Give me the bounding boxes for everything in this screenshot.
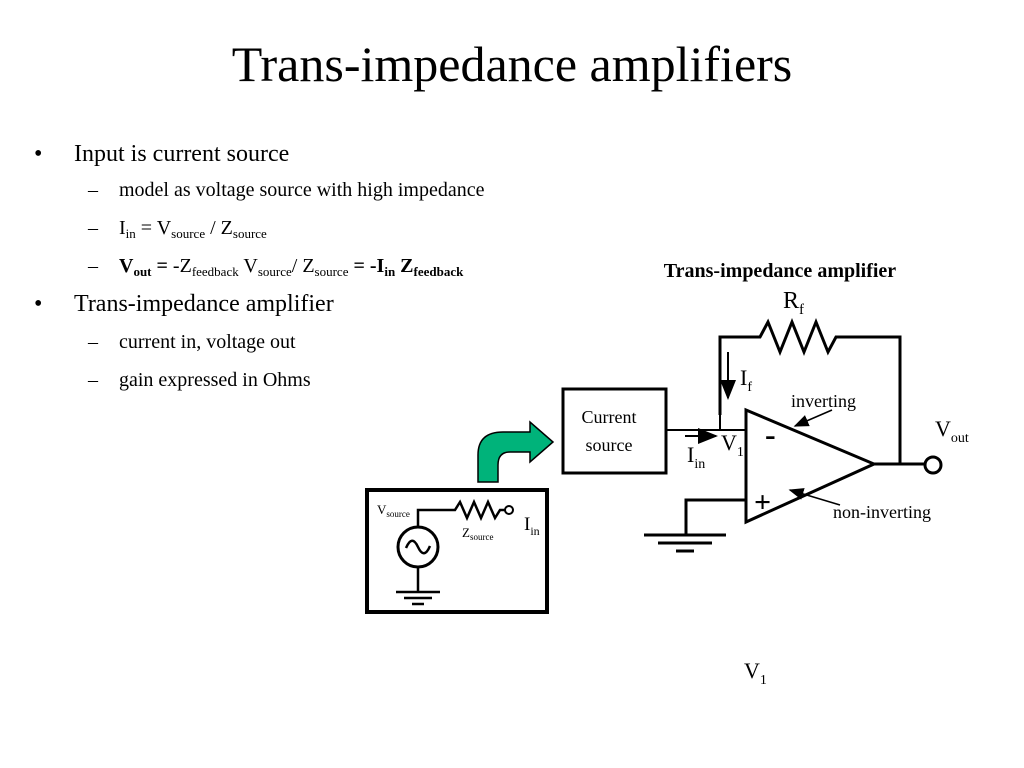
source-terminal (504, 505, 514, 515)
bullet-input-current-source: •Input is current source (34, 141, 290, 167)
zsource-resistor (416, 498, 505, 527)
iin-source-label: Iin (524, 514, 540, 538)
zsource-label: Zsource (462, 525, 493, 542)
feedback-resistor (718, 317, 902, 465)
vsource-label: Vsource (377, 502, 410, 519)
expand-arrow-icon (477, 420, 555, 483)
non-inverting-pointer (788, 488, 841, 506)
current-source-line1: Current (582, 407, 637, 427)
op-amp (744, 407, 878, 525)
vout-label: Vout (935, 416, 969, 446)
output-terminal (923, 455, 943, 475)
v1-bottom-label: V1 (744, 658, 767, 688)
rf-label: Rf (783, 288, 804, 318)
slide-title: Trans-impedance amplifiers (231, 36, 793, 92)
inverting-label: inverting (791, 391, 856, 411)
sub-bullet-model: –model as voltage source with high imped… (88, 179, 485, 201)
minus-sign: - (765, 416, 776, 452)
bullet-trans-impedance: •Trans-impedance amplifier (34, 291, 334, 317)
diagram-heading: Trans-impedance amplifier (664, 260, 897, 282)
current-source-box (561, 387, 668, 475)
plus-sign: + (754, 486, 771, 519)
ground-symbol (644, 498, 746, 553)
source-ground-symbol (396, 567, 440, 606)
current-source-line2: source (586, 435, 633, 455)
if-label: If (740, 365, 752, 395)
non-inverting-label: non-inverting (833, 502, 931, 522)
sine-wave-icon (404, 539, 432, 555)
sub-bullet-gain: –gain expressed in Ohms (88, 369, 311, 391)
inverting-pointer (793, 409, 833, 427)
sub-bullet-iin-equation: –Iin = Vsource / Zsource (88, 217, 267, 241)
sub-bullet-current-in: –current in, voltage out (88, 331, 296, 353)
sub-bullet-vout-equation: –Vout = -Zfeedback Vsource/ Zsource = -I… (88, 255, 464, 279)
v1-label: V1 (721, 430, 744, 460)
iin-label: Iin (687, 442, 705, 472)
